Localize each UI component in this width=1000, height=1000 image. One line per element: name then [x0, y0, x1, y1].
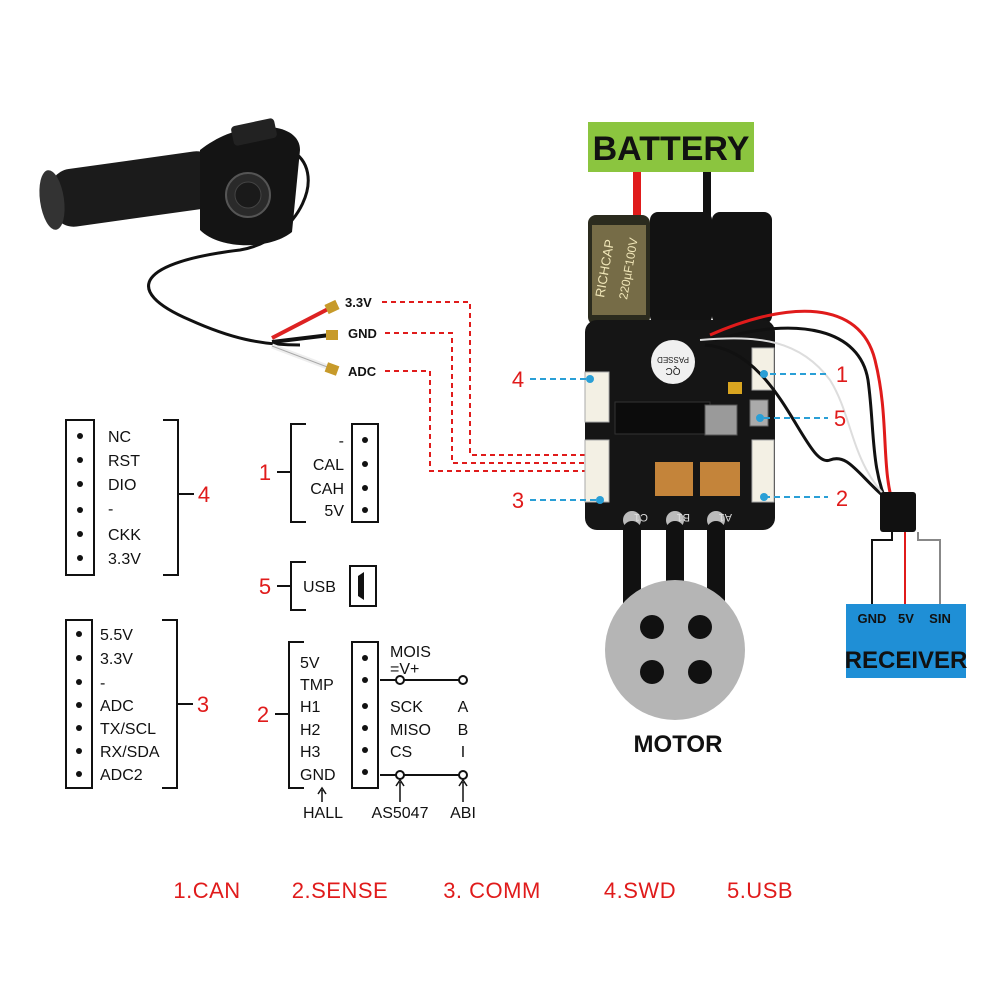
board-port-4-number: 4: [512, 367, 524, 392]
comm-pin-7: ADC2: [100, 767, 143, 784]
phase-a1-label: A1: [719, 511, 732, 523]
can-number: 1: [259, 460, 271, 485]
spi-pin-mosi-line2: =V+: [390, 661, 419, 678]
comm-connector: [65, 619, 193, 789]
sense-pin-1: 5V: [300, 655, 320, 672]
receiver-plug-wires: [871, 532, 941, 612]
throttle-wire-gnd-label: GND: [348, 326, 377, 341]
usb-number: 5: [259, 574, 271, 599]
comm-pin-5: TX/SCL: [100, 721, 156, 738]
swd-pin-4: -: [108, 501, 113, 518]
swd-pin-3: DIO: [108, 477, 136, 494]
board-port-5-number: 5: [834, 406, 846, 431]
receiver-pin-sin: SIN: [929, 611, 951, 626]
throttle-wires: [271, 299, 340, 376]
legend-comm: 3. COMM: [443, 878, 541, 903]
receiver-cable: [699, 309, 901, 512]
battery-label-box: [588, 122, 754, 172]
legend-can: 1.CAN: [173, 878, 240, 903]
qc-text: QC: [666, 365, 681, 376]
abi-pin-a: A: [458, 699, 469, 716]
sense-pin-4: H2: [300, 722, 321, 739]
swd-number: 4: [198, 482, 210, 507]
board-port-3-number: 3: [512, 488, 524, 513]
swd-pin-1: NC: [108, 429, 131, 446]
can-pin-2: CAL: [313, 457, 344, 474]
comm-pin-4: ADC: [100, 698, 134, 715]
as5047-label: AS5047: [372, 805, 429, 822]
swd-pin-2: RST: [108, 453, 140, 470]
legend-sense: 2.SENSE: [292, 878, 388, 903]
comm-pin-3: -: [100, 675, 105, 692]
sense-pin-5: H3: [300, 744, 321, 761]
can-pin-4: 5V: [324, 503, 344, 520]
legend-swd: 4.SWD: [604, 878, 676, 903]
swd-pin-5: CKK: [108, 527, 141, 544]
throttle-wire-3v3-label: 3.3V: [345, 295, 372, 310]
motor-label: MOTOR: [634, 731, 723, 758]
motor-icon: [605, 580, 745, 720]
comm-number: 3: [197, 692, 209, 717]
receiver-box: [846, 604, 966, 678]
hall-label: HALL: [303, 805, 343, 822]
legend-usb: 5.USB: [727, 878, 793, 903]
sense-pin-6: GND: [300, 767, 336, 784]
sense-number: 2: [257, 702, 269, 727]
comm-pin-1: 5.5V: [100, 627, 133, 644]
receiver-plug: [880, 492, 916, 532]
receiver-label: RECEIVER: [845, 647, 968, 674]
board-port-2-number: 2: [836, 486, 848, 511]
receiver-pin-gnd: GND: [858, 611, 887, 626]
throttle-route-lines: [382, 301, 596, 472]
spi-pin-mosi-line1: MOIS: [390, 644, 431, 661]
usb-connector: [277, 561, 377, 611]
throttle-grip: [39, 118, 310, 347]
sense-connector: [275, 641, 468, 802]
comm-pin-2: 3.3V: [100, 651, 133, 668]
port-callout-dots: [586, 370, 768, 504]
can-pin-3: CAH: [310, 481, 344, 498]
swd-connector: [65, 419, 194, 576]
spi-pin-cs: CS: [390, 744, 412, 761]
swd-pin-6: 3.3V: [108, 551, 141, 568]
phase-b1-label: B1: [677, 511, 690, 523]
spi-pin-sck: SCK: [390, 699, 423, 716]
spi-pin-miso: MISO: [390, 722, 431, 739]
sense-pin-3: H1: [300, 699, 321, 716]
abi-label: ABI: [450, 805, 476, 822]
comm-pin-6: RX/SDA: [100, 744, 160, 761]
board-port-1-number: 1: [836, 362, 848, 387]
receiver-pin-5v: 5V: [898, 611, 914, 626]
can-connector: [277, 423, 379, 523]
esc-board: [584, 212, 775, 530]
usb-label: USB: [303, 579, 336, 596]
battery-label: BATTERY: [593, 130, 750, 168]
phase-c1-label: C1: [634, 511, 648, 523]
abi-pin-b: B: [458, 722, 469, 739]
throttle-wire-adc-label: ADC: [348, 364, 377, 379]
abi-pin-i: I: [461, 744, 465, 761]
sense-pin-2: TMP: [300, 677, 334, 694]
can-pin-1: -: [339, 433, 344, 450]
qc-passed-text: PASSED: [657, 355, 689, 364]
port-callout-lines: [530, 373, 828, 501]
